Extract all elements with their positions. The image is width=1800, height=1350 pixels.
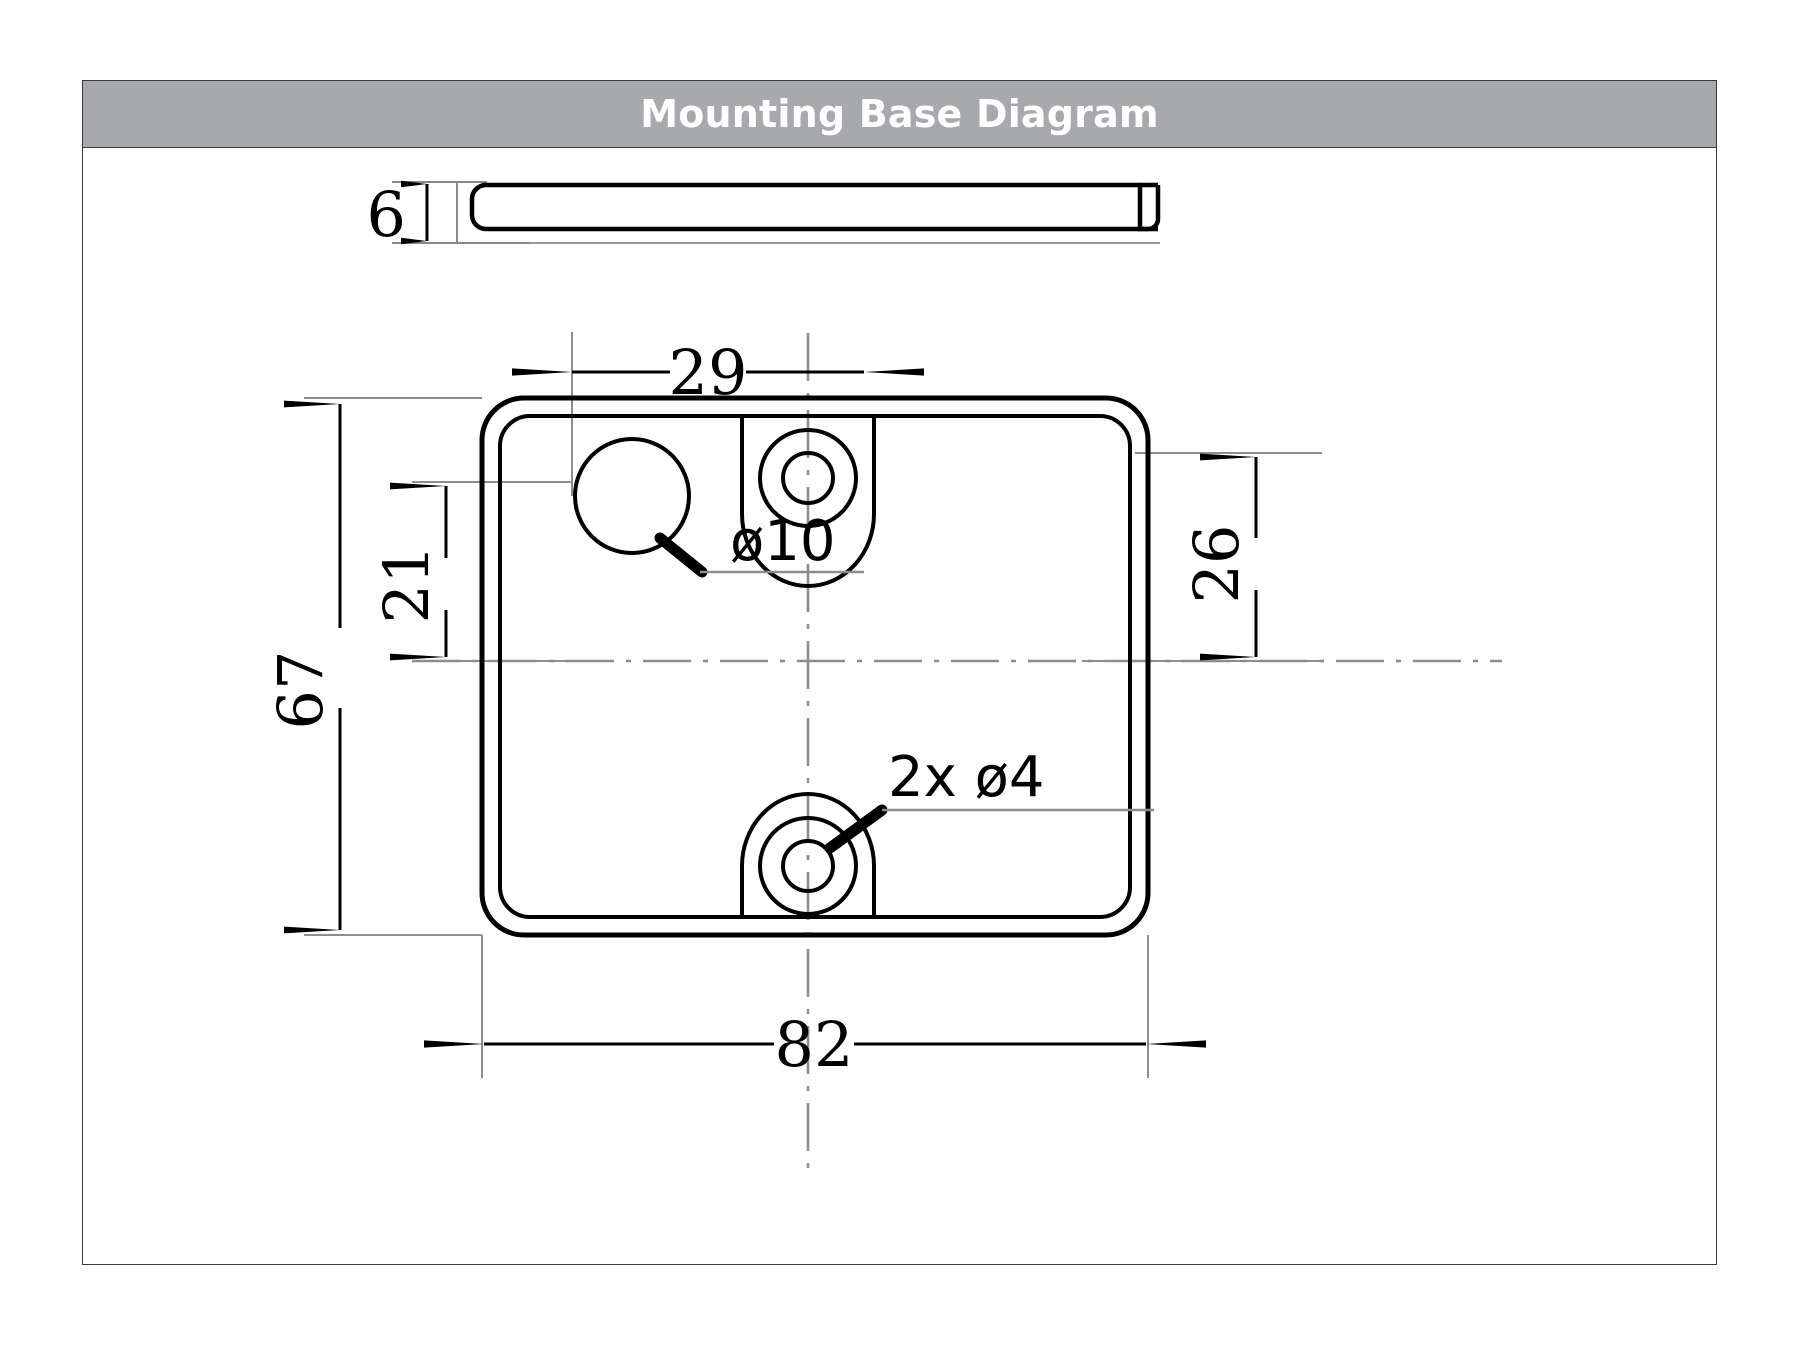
callout-d4-leader bbox=[824, 804, 888, 854]
side-profile-outline bbox=[469, 182, 1143, 232]
dim-label-82: 82 bbox=[775, 1008, 854, 1081]
side-view-group: 6 bbox=[367, 178, 1161, 251]
title-bar: Mounting Base Diagram bbox=[82, 80, 1717, 148]
dim-label-67: 67 bbox=[264, 651, 337, 730]
dim-label-29: 29 bbox=[669, 336, 748, 409]
cable-entry-hole bbox=[573, 437, 691, 555]
drawing-canvas: 6 bbox=[82, 148, 1717, 1265]
page-title: Mounting Base Diagram bbox=[640, 92, 1159, 136]
callout-2x-diameter-4: 2x ø4 bbox=[824, 745, 1154, 854]
callout-label-d10: ø10 bbox=[730, 509, 836, 574]
drawing-frame bbox=[82, 80, 1717, 1265]
base-inner-outline bbox=[498, 414, 1132, 919]
callout-d10-leader bbox=[654, 532, 708, 578]
technical-drawing-svg: 6 bbox=[264, 178, 1502, 1168]
top-view-group: 29 67 21 26 bbox=[264, 332, 1502, 1168]
dimension-67: 67 bbox=[264, 400, 342, 934]
dim-label-thickness: 6 bbox=[367, 178, 406, 251]
top-screw-boss-outline bbox=[740, 416, 876, 588]
dim-label-21: 21 bbox=[370, 545, 443, 624]
base-outer-outline bbox=[479, 395, 1151, 938]
bottom-screw-hole-circle bbox=[781, 839, 835, 893]
side-profile-right-end bbox=[1138, 185, 1161, 232]
dimension-82: 82 bbox=[424, 1008, 1206, 1081]
top-screw-washer-circle bbox=[758, 428, 858, 528]
top-screw-hole-circle bbox=[781, 451, 835, 505]
dim-label-26: 26 bbox=[1180, 525, 1253, 604]
callout-diameter-10: ø10 bbox=[654, 509, 864, 578]
bottom-screw-washer-circle bbox=[758, 816, 858, 916]
dimension-21: 21 bbox=[370, 482, 448, 661]
dimension-26: 26 bbox=[1180, 453, 1258, 661]
callout-label-d4: 2x ø4 bbox=[888, 745, 1044, 810]
bottom-screw-boss-outline bbox=[740, 792, 876, 917]
dimension-29: 29 bbox=[512, 336, 924, 409]
